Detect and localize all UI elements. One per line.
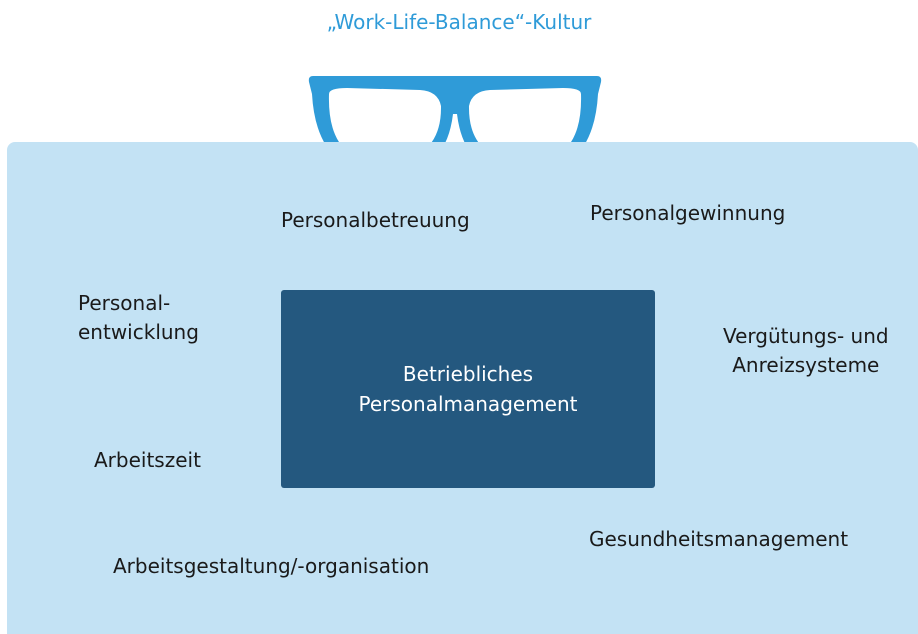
label-personalentwicklung: Personal- entwicklung <box>78 291 199 344</box>
glasses-icon <box>308 76 602 176</box>
diagram-title: „Work-Life-Balance“-Kultur <box>326 10 592 34</box>
center-label: Betriebliches Personalmanagement <box>358 362 578 416</box>
label-arbeitsgestaltung: Arbeitsgestaltung/-organisation <box>113 554 430 578</box>
label-arbeitszeit: Arbeitszeit <box>94 448 201 472</box>
center-box: Betriebliches Personalmanagement <box>281 290 655 488</box>
label-personalbetreuung: Personalbetreuung <box>281 208 470 232</box>
label-personalgewinnung: Personalgewinnung <box>590 201 786 225</box>
label-gesundheitsmanagement: Gesundheitsmanagement <box>589 527 849 551</box>
label-verguetung-anreizsysteme: Vergütungs- und Anreizsysteme <box>723 324 889 377</box>
